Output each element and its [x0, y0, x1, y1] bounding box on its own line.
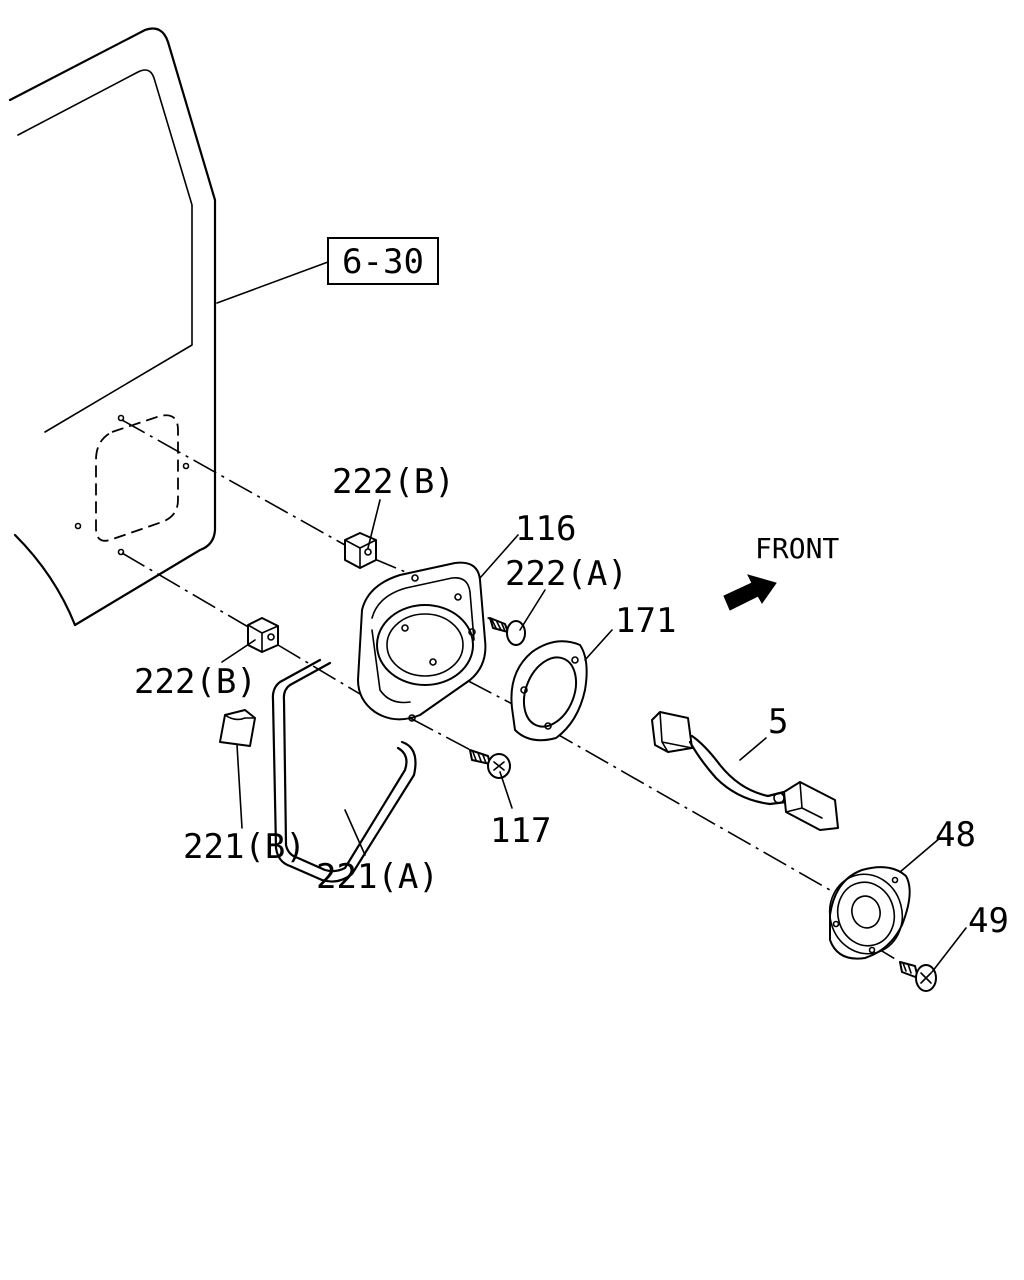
speaker-48 — [828, 866, 911, 960]
seal-strip-221a — [271, 658, 417, 883]
pad-221b — [219, 709, 256, 747]
screw-49 — [899, 961, 937, 992]
bracket-116 — [357, 561, 487, 722]
leader-lines — [221, 499, 967, 973]
door-panel — [8, 27, 217, 627]
callout-222b-top: 222(B) — [332, 462, 455, 502]
front-label: FRONT — [755, 532, 839, 565]
ref-box-label: 6-30 — [342, 242, 424, 282]
callout-5: 5 — [768, 702, 788, 742]
front-direction-indicator: FRONT — [723, 532, 839, 611]
callout-221a: 221(A) — [316, 857, 439, 897]
callout-221b: 221(B) — [183, 827, 306, 867]
screw-222a — [489, 617, 526, 646]
clip-222b-top — [344, 532, 377, 569]
callout-117: 117 — [490, 811, 551, 851]
screw-117 — [469, 749, 511, 779]
clip-222b-bottom — [247, 617, 279, 653]
callout-171: 171 — [615, 601, 676, 641]
callout-49: 49 — [968, 901, 1009, 941]
callout-48: 48 — [935, 815, 976, 855]
reference-box-6-30: 6-30 — [216, 237, 439, 304]
callout-222a: 222(A) — [505, 554, 628, 594]
harness-5 — [651, 711, 839, 831]
callouts: 222(B) 116 222(A) 171 222(B) 5 117 221(B… — [134, 462, 1009, 941]
gasket-171 — [510, 640, 588, 742]
callout-222b-bottom: 222(B) — [134, 662, 257, 702]
callout-116: 116 — [515, 509, 576, 549]
front-arrow-icon — [723, 574, 777, 611]
